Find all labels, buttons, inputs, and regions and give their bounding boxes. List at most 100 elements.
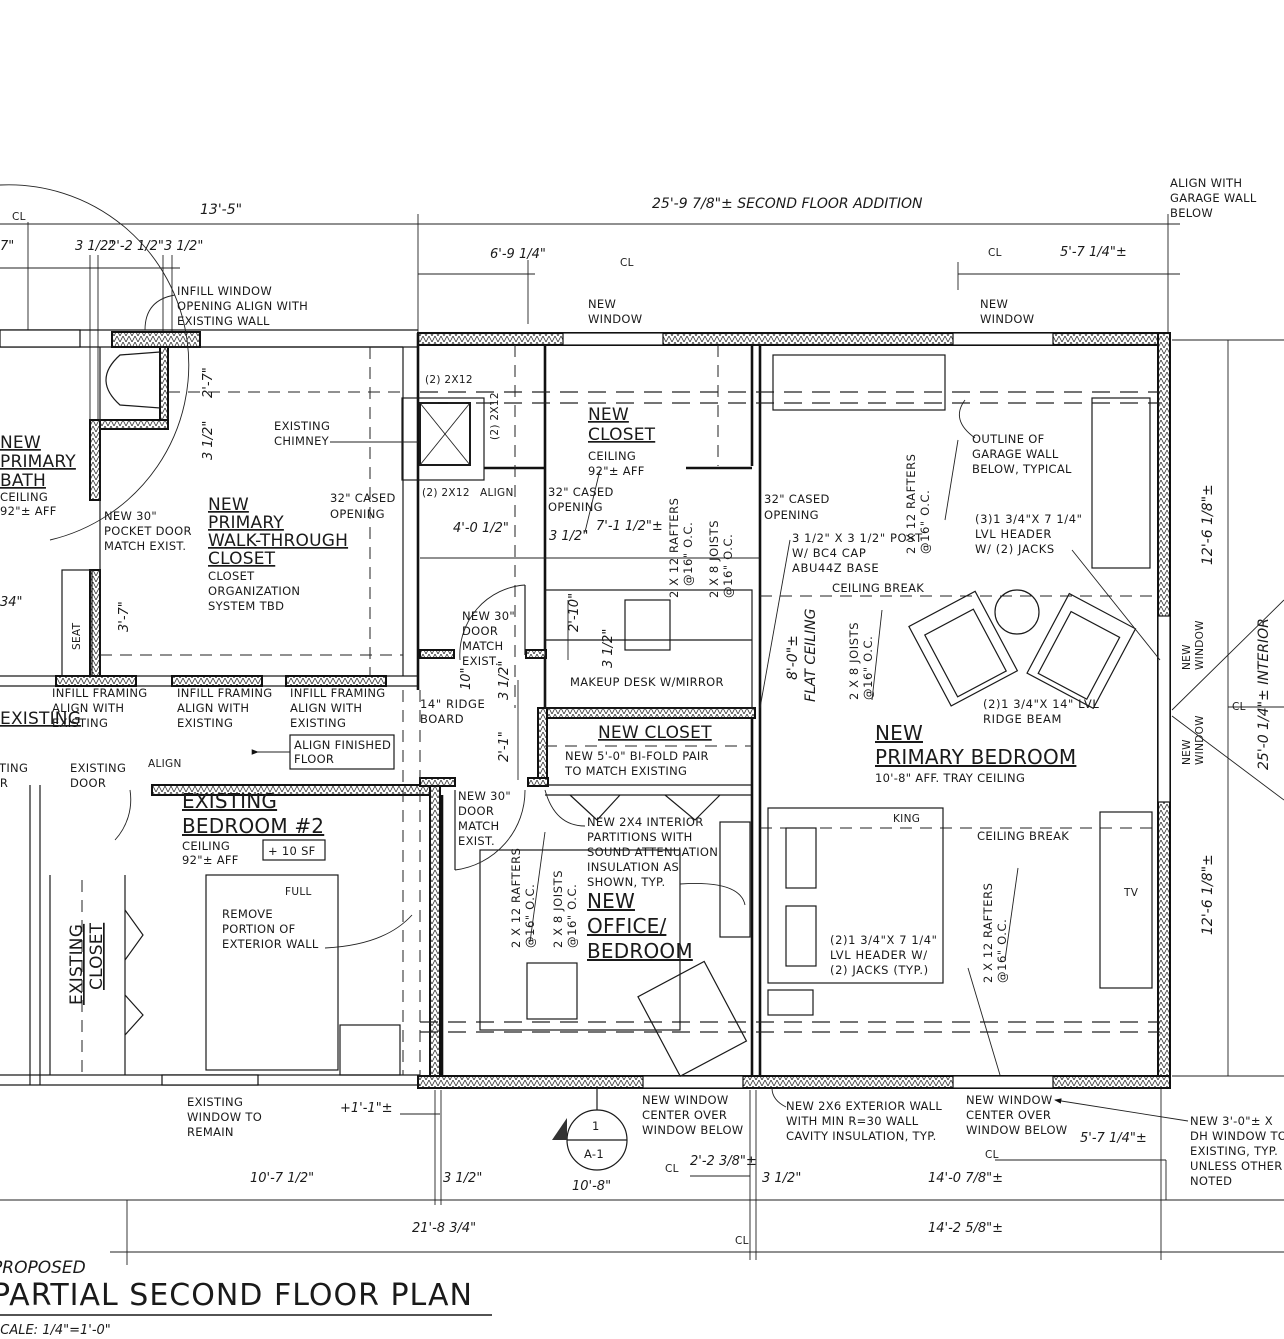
svg-text:SOUND ATTENUATION: SOUND ATTENUATION — [587, 845, 718, 859]
svg-text:GARAGE WALL: GARAGE WALL — [1170, 191, 1257, 205]
dim-wall-2: 3 1/2" — [164, 239, 203, 254]
room-new-closet-mid: NEW CLOSET NEW 5'-0" BI-FOLD PAIR TO MAT… — [564, 723, 712, 778]
centerline-1: CL — [12, 211, 26, 223]
svg-text:PRIMARY BEDROOM: PRIMARY BEDROOM — [875, 745, 1076, 769]
dim-closet-3-5: 3 1/2" — [549, 529, 588, 544]
leader-lines — [144, 294, 1284, 1108]
svg-text:EXIST.: EXIST. — [462, 654, 499, 668]
title-scale: SCALE: 1/4"=1'-0" — [0, 1323, 111, 1338]
svg-text:(2)1 3/4"X 14" LVL: (2)1 3/4"X 14" LVL — [983, 697, 1099, 711]
svg-text:PARTITIONS WITH: PARTITIONS WITH — [587, 830, 693, 844]
room-walk-through-closet: NEW PRIMARY WALK-THROUGH CLOSET CLOSET O… — [208, 495, 348, 613]
note-flat-ceiling: 8'-0"± FLAT CEILING — [785, 608, 819, 702]
note-seat: SEAT — [71, 622, 83, 650]
svg-text:32" CASED: 32" CASED — [330, 491, 396, 505]
note-2x12-vert: (2) 2X12 — [489, 392, 501, 440]
note-existing-door-left: EXISTING DOOR — [0, 761, 28, 790]
svg-text:SYSTEM TBD: SYSTEM TBD — [208, 599, 284, 613]
svg-text:CENTER OVER: CENTER OVER — [642, 1108, 727, 1122]
svg-text:WINDOW: WINDOW — [588, 312, 642, 326]
svg-text:EXIST.: EXIST. — [458, 834, 495, 848]
room-primary-bath: NEW PRIMARY BATH CEILING 92"± AFF — [0, 433, 76, 518]
svg-text:GARAGE WALL: GARAGE WALL — [972, 447, 1059, 461]
dim-wall-1: 3 1/2" — [75, 239, 114, 254]
svg-text:BEDROOM: BEDROOM — [587, 939, 693, 963]
svg-text:CEILING: CEILING — [182, 839, 230, 853]
svg-text:NEW WINDOW: NEW WINDOW — [966, 1093, 1053, 1107]
svg-text:EXISTING: EXISTING — [0, 761, 28, 775]
svg-text:WINDOW: WINDOW — [1194, 715, 1206, 765]
note-existing-door: EXISTING DOOR — [70, 761, 126, 790]
svg-text:NEW: NEW — [587, 889, 635, 913]
svg-text:(2) JACKS (TYP.): (2) JACKS (TYP.) — [830, 963, 929, 977]
svg-text:NEW 30": NEW 30" — [104, 509, 157, 523]
svg-text:CLOSET: CLOSET — [208, 549, 276, 569]
bed-king — [767, 807, 944, 984]
framing-rafters-closet: 2 X 12 RAFTERS @16" O.C. — [667, 497, 695, 598]
svg-text:BOARD: BOARD — [420, 712, 464, 726]
section-sheet: A-1 — [584, 1147, 604, 1161]
svg-text:NEW: NEW — [980, 297, 1008, 311]
dim-hall-3-5: 3 1/2" — [497, 661, 512, 700]
furniture — [61, 351, 1153, 1077]
note-align: ALIGN — [480, 487, 514, 499]
svg-text:DOOR: DOOR — [462, 624, 498, 638]
dim-hall-10: 10" — [459, 667, 474, 690]
svg-text:2 X 8 JOISTS: 2 X 8 JOISTS — [847, 622, 861, 700]
svg-text:LVL HEADER W/: LVL HEADER W/ — [830, 948, 928, 962]
section-marker: 1 A-1 — [552, 1088, 628, 1171]
svg-text:DOOR: DOOR — [70, 776, 106, 790]
room-existing-closet: EXISTING CLOSET — [67, 922, 107, 1005]
svg-text:NEW: NEW — [875, 721, 923, 745]
dim-addition: 25'-9 7/8"± SECOND FLOOR ADDITION — [652, 196, 923, 212]
note-fragment-34: 34" — [0, 595, 23, 610]
centerline-5: CL — [665, 1163, 679, 1175]
dim-opening: 2'-2 1/2" — [108, 239, 164, 254]
note-dh-window: NEW 3'-0"± X DH WINDOW TO EXISTING, TYP.… — [1054, 1098, 1284, 1188]
windows — [0, 329, 1171, 1089]
svg-text:EXISTING: EXISTING — [52, 716, 108, 730]
svg-text:INSULATION AS: INSULATION AS — [587, 860, 679, 874]
svg-text:(2)1 3/4"X 7 1/4": (2)1 3/4"X 7 1/4" — [830, 933, 938, 947]
svg-text:10'-8" AFF. TRAY CEILING: 10'-8" AFF. TRAY CEILING — [875, 771, 1025, 785]
centerline-3: CL — [988, 247, 1002, 259]
svg-text:EXISTING: EXISTING — [290, 716, 346, 730]
note-exterior-wall: NEW 2X6 EXTERIOR WALL WITH MIN R=30 WALL… — [786, 1099, 942, 1143]
dimension-lines — [0, 214, 1284, 1265]
svg-text:EXISTING WALL: EXISTING WALL — [177, 314, 270, 328]
framing-rafters-primary-bottom: 2 X 12 RAFTERS @16" O.C. — [981, 882, 1009, 983]
svg-text:92"± AFF: 92"± AFF — [0, 504, 57, 518]
svg-text:92"± AFF: 92"± AFF — [588, 464, 645, 478]
note-chimney: EXISTING CHIMNEY — [274, 419, 418, 448]
window-bottom-1 — [642, 1075, 744, 1089]
svg-text:WINDOW: WINDOW — [1194, 620, 1206, 670]
centerline-6: CL — [985, 1149, 999, 1161]
svg-text:DH WINDOW TO: DH WINDOW TO — [1190, 1129, 1284, 1143]
dim-right-upper: 12'-6 1/8"± — [1200, 484, 1216, 565]
room-office-bedroom: NEW OFFICE/ BEDROOM — [587, 889, 693, 963]
svg-text:PORTION OF: PORTION OF — [222, 922, 296, 936]
dashed-lines — [81, 345, 1160, 1075]
bed-king-label: KING — [893, 813, 920, 825]
note-ridge-board: 14" RIDGE BOARD — [420, 697, 485, 726]
dim-bottom-offset: +1'-1"± — [340, 1101, 393, 1116]
svg-text:EXISTING, TYP.: EXISTING, TYP. — [1190, 1144, 1278, 1158]
note-new-window-top-2: NEW WINDOW — [980, 297, 1034, 326]
note-align-garage: ALIGN WITH GARAGE WALL BELOW — [1170, 176, 1257, 220]
note-cased-opening-3: 32" CASED OPENING — [764, 492, 829, 522]
dim-bottom-office: 10'-8" — [572, 1179, 611, 1194]
svg-text:POCKET DOOR: POCKET DOOR — [104, 524, 192, 538]
svg-text:CEILING: CEILING — [0, 490, 48, 504]
bed-full — [205, 874, 339, 1071]
svg-text:@16" O.C.: @16" O.C. — [523, 884, 537, 948]
svg-text:INFILL FRAMING: INFILL FRAMING — [290, 686, 386, 700]
dim-bottom-primary-window: 5'-7 1/4"± — [1080, 1131, 1147, 1146]
centerline-2: CL — [620, 257, 634, 269]
svg-text:14" RIDGE: 14" RIDGE — [420, 697, 485, 711]
svg-text:TO MATCH EXISTING: TO MATCH EXISTING — [564, 764, 687, 778]
svg-text:MATCH EXIST.: MATCH EXIST. — [104, 539, 186, 553]
note-new-window-top-1: NEW WINDOW — [588, 297, 642, 326]
note-align-small: ALIGN — [148, 758, 182, 770]
svg-text:DOOR: DOOR — [0, 776, 8, 790]
window-top-2 — [952, 332, 1054, 346]
